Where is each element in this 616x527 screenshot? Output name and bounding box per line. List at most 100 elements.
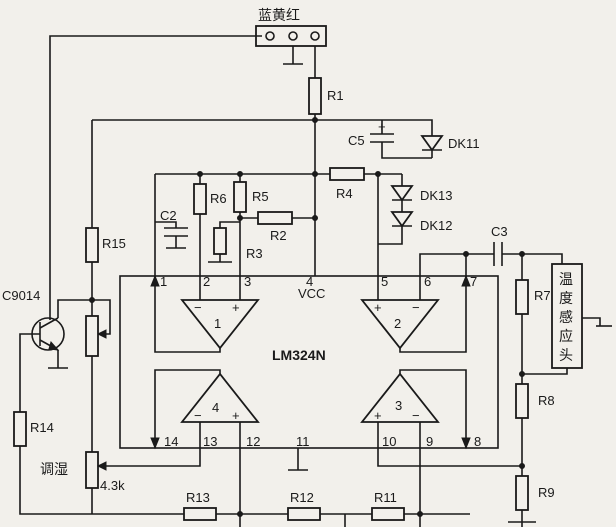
- junction: [312, 171, 318, 177]
- resistor-r13: [183, 507, 217, 521]
- wire-sensor-gnd: [582, 317, 601, 326]
- wire-base: [19, 333, 40, 412]
- wire-dk-out: [378, 226, 403, 245]
- label-c3: C3: [491, 224, 508, 239]
- pin-5: 5: [381, 274, 388, 289]
- wire-c2: [155, 221, 177, 228]
- junction: [197, 171, 203, 177]
- pot-humidity-arrow: [96, 461, 107, 471]
- wire-vcc-rail: [92, 119, 433, 136]
- resistor-r14: [13, 411, 27, 447]
- label-dk13: DK13: [420, 188, 453, 203]
- opamp-2: [360, 299, 440, 350]
- resistor-r2: [257, 211, 293, 225]
- wire-sensor-bottom: [522, 368, 568, 375]
- resistor-r15: [85, 227, 99, 263]
- label-c9014: C9014: [2, 288, 40, 303]
- potentiometer-upper: [85, 315, 99, 357]
- wire-pin10: [377, 448, 522, 467]
- opamp-2-plus: +: [374, 300, 382, 315]
- transistor-collector: [39, 317, 59, 329]
- pin-11: 11: [296, 434, 310, 449]
- opamp-4-plus: +: [232, 408, 240, 423]
- resistor-r1: [308, 77, 322, 115]
- diode-dk13: [390, 185, 414, 202]
- transistor-emitter-arrow: [48, 340, 60, 351]
- pin-9: 9: [426, 434, 433, 449]
- wire-collector: [57, 299, 92, 318]
- wire-op4-out: [154, 369, 221, 448]
- opamp-1-plus: +: [232, 300, 240, 315]
- ic-lm324n: [119, 275, 499, 449]
- opamp-3-minus: −: [412, 408, 420, 423]
- wire-op3-out: [399, 369, 467, 448]
- pin-2: 2: [203, 274, 210, 289]
- label-r6: R6: [210, 191, 227, 206]
- resistor-r6: [193, 183, 207, 215]
- label-r8: R8: [538, 393, 555, 408]
- opamp-4-label: 4: [212, 400, 219, 415]
- pin-12: 12: [246, 434, 260, 449]
- connector-pin-red: [310, 31, 320, 41]
- arrow-pin7: [461, 274, 471, 287]
- ic-name: LM324N: [272, 347, 326, 363]
- pot-arrow: [96, 329, 107, 339]
- pin-14: 14: [164, 434, 178, 449]
- sensor-char-1: 温: [559, 272, 573, 288]
- wire-op2-out: [399, 276, 467, 353]
- label-c5: C5: [348, 133, 365, 148]
- pin-4: 4: [306, 274, 313, 289]
- label-r13: R13: [186, 490, 210, 505]
- wire-c3-right: [502, 253, 563, 264]
- label-r2: R2: [270, 228, 287, 243]
- label-dk11: DK11: [448, 136, 480, 151]
- wire-op1-out: [154, 276, 221, 353]
- junction: [237, 511, 243, 517]
- resistor-r7: [515, 279, 529, 315]
- pin-3: 3: [244, 274, 251, 289]
- opamp-3-plus: +: [374, 408, 382, 423]
- junction: [312, 215, 318, 221]
- pin-6: 6: [424, 274, 431, 289]
- pot-label: 调湿: [40, 462, 68, 478]
- label-r15: R15: [102, 236, 126, 251]
- c5-plus: +: [378, 119, 386, 134]
- label-r14: R14: [30, 420, 54, 435]
- junction: [237, 171, 243, 177]
- junction: [312, 117, 318, 123]
- resistor-r8: [515, 383, 529, 419]
- wire-pin13: [94, 448, 201, 467]
- label-r3: R3: [246, 246, 263, 261]
- vcc-label: VCC: [298, 286, 325, 301]
- connector-pin-blue: [265, 31, 275, 41]
- pin-10: 10: [382, 434, 396, 449]
- opamp-4-minus: −: [194, 408, 202, 423]
- resistor-r12: [287, 507, 321, 521]
- wire-c5-ground: [381, 142, 432, 159]
- arrow-pin1: [150, 274, 160, 287]
- pin-8: 8: [474, 434, 481, 449]
- sensor-char-2: 度: [559, 291, 573, 307]
- connector-pin-yellow: [288, 31, 298, 41]
- wire-blue: [49, 35, 262, 320]
- opamp-4: [180, 372, 260, 423]
- connector-label: 蓝黄红: [258, 7, 300, 24]
- label-r7: R7: [534, 288, 551, 303]
- junction: [463, 251, 469, 257]
- sensor-char-3: 感: [559, 309, 573, 326]
- potentiometer-humidity: [85, 451, 99, 489]
- arrow-pin14: [150, 437, 160, 450]
- label-r1: R1: [327, 88, 344, 103]
- pot-value: 4.3k: [100, 478, 125, 493]
- resistor-r9: [515, 475, 529, 511]
- resistor-r4: [329, 167, 365, 181]
- temperature-sensor: [551, 263, 583, 369]
- sensor-char-4: 应: [559, 328, 573, 345]
- diode-dk12: [390, 211, 414, 228]
- label-r11: R11: [374, 490, 397, 505]
- wire-op2-inv: [419, 253, 467, 300]
- opamp-1-label: 1: [214, 316, 221, 331]
- resistor-r3: [213, 227, 227, 255]
